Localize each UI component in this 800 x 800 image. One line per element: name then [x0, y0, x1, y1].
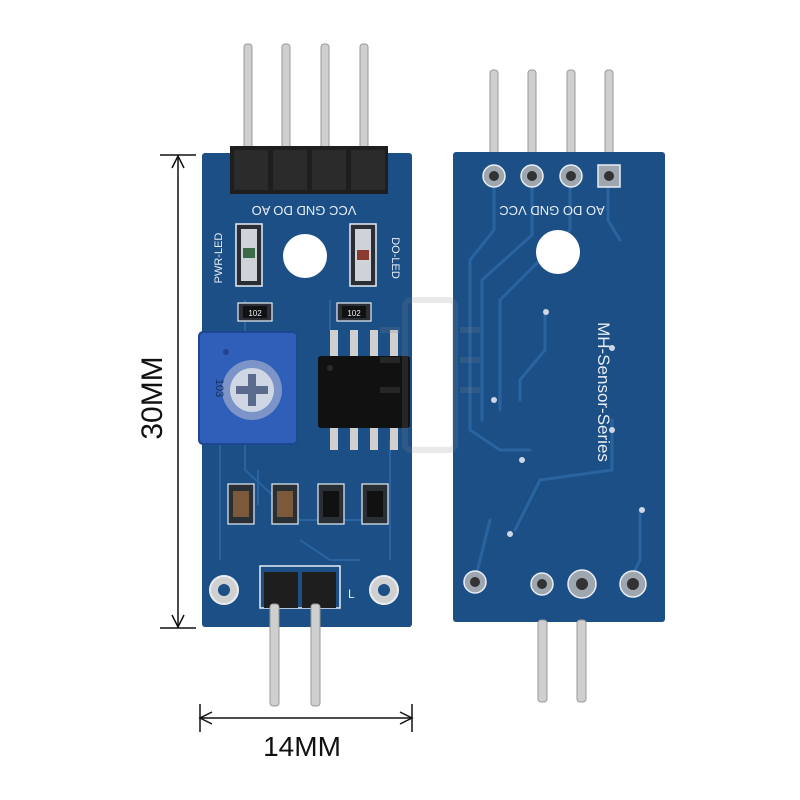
back-pcb	[453, 152, 665, 622]
front-resistor-1-code: 102	[248, 309, 262, 318]
do-led	[349, 223, 377, 287]
width-dimension-label: 14MM	[263, 731, 341, 762]
back-top-pins	[489, 69, 614, 161]
potentiometer-code: 103	[213, 379, 225, 397]
back-traces	[468, 178, 642, 582]
back-bottom-pins	[537, 619, 587, 703]
potentiometer	[198, 331, 298, 445]
front-bottom-header	[259, 565, 341, 609]
back-vias	[491, 309, 645, 537]
height-dimension	[160, 154, 196, 629]
back-bottom-pads	[463, 569, 647, 599]
front-mounting-hole	[283, 234, 327, 278]
watermark-logo	[380, 297, 480, 453]
front-board: VCC GND DO AO PWR-LED DO-LED 102 102	[198, 43, 412, 707]
front-resistor-1	[237, 302, 273, 322]
pwr-led-label: PWR-LED	[213, 233, 225, 284]
width-dimension	[198, 704, 414, 732]
front-resistor-2	[336, 302, 372, 322]
front-resistor-2-code: 102	[347, 309, 361, 318]
pwr-led	[235, 223, 263, 287]
front-top-pins	[243, 43, 369, 155]
front-pin-labels: VCC GND DO AO	[252, 203, 357, 218]
back-series-label: MH-Sensor-Series	[594, 322, 613, 462]
comparator-chip	[318, 330, 410, 450]
front-top-header	[230, 146, 388, 194]
back-board: AO DO GND VCC MH-Sensor-Series	[453, 69, 665, 703]
do-led-label: DO-LED	[389, 237, 401, 279]
back-top-pads	[482, 164, 621, 188]
back-mounting-hole	[536, 230, 580, 274]
height-dimension-label: 30MM	[136, 356, 169, 439]
front-bottom-pads	[209, 575, 399, 605]
front-bottom-pins	[269, 603, 321, 707]
back-pin-labels: AO DO GND VCC	[499, 203, 604, 218]
front-lower-l-label: L	[348, 587, 355, 601]
front-component-row	[227, 483, 389, 525]
